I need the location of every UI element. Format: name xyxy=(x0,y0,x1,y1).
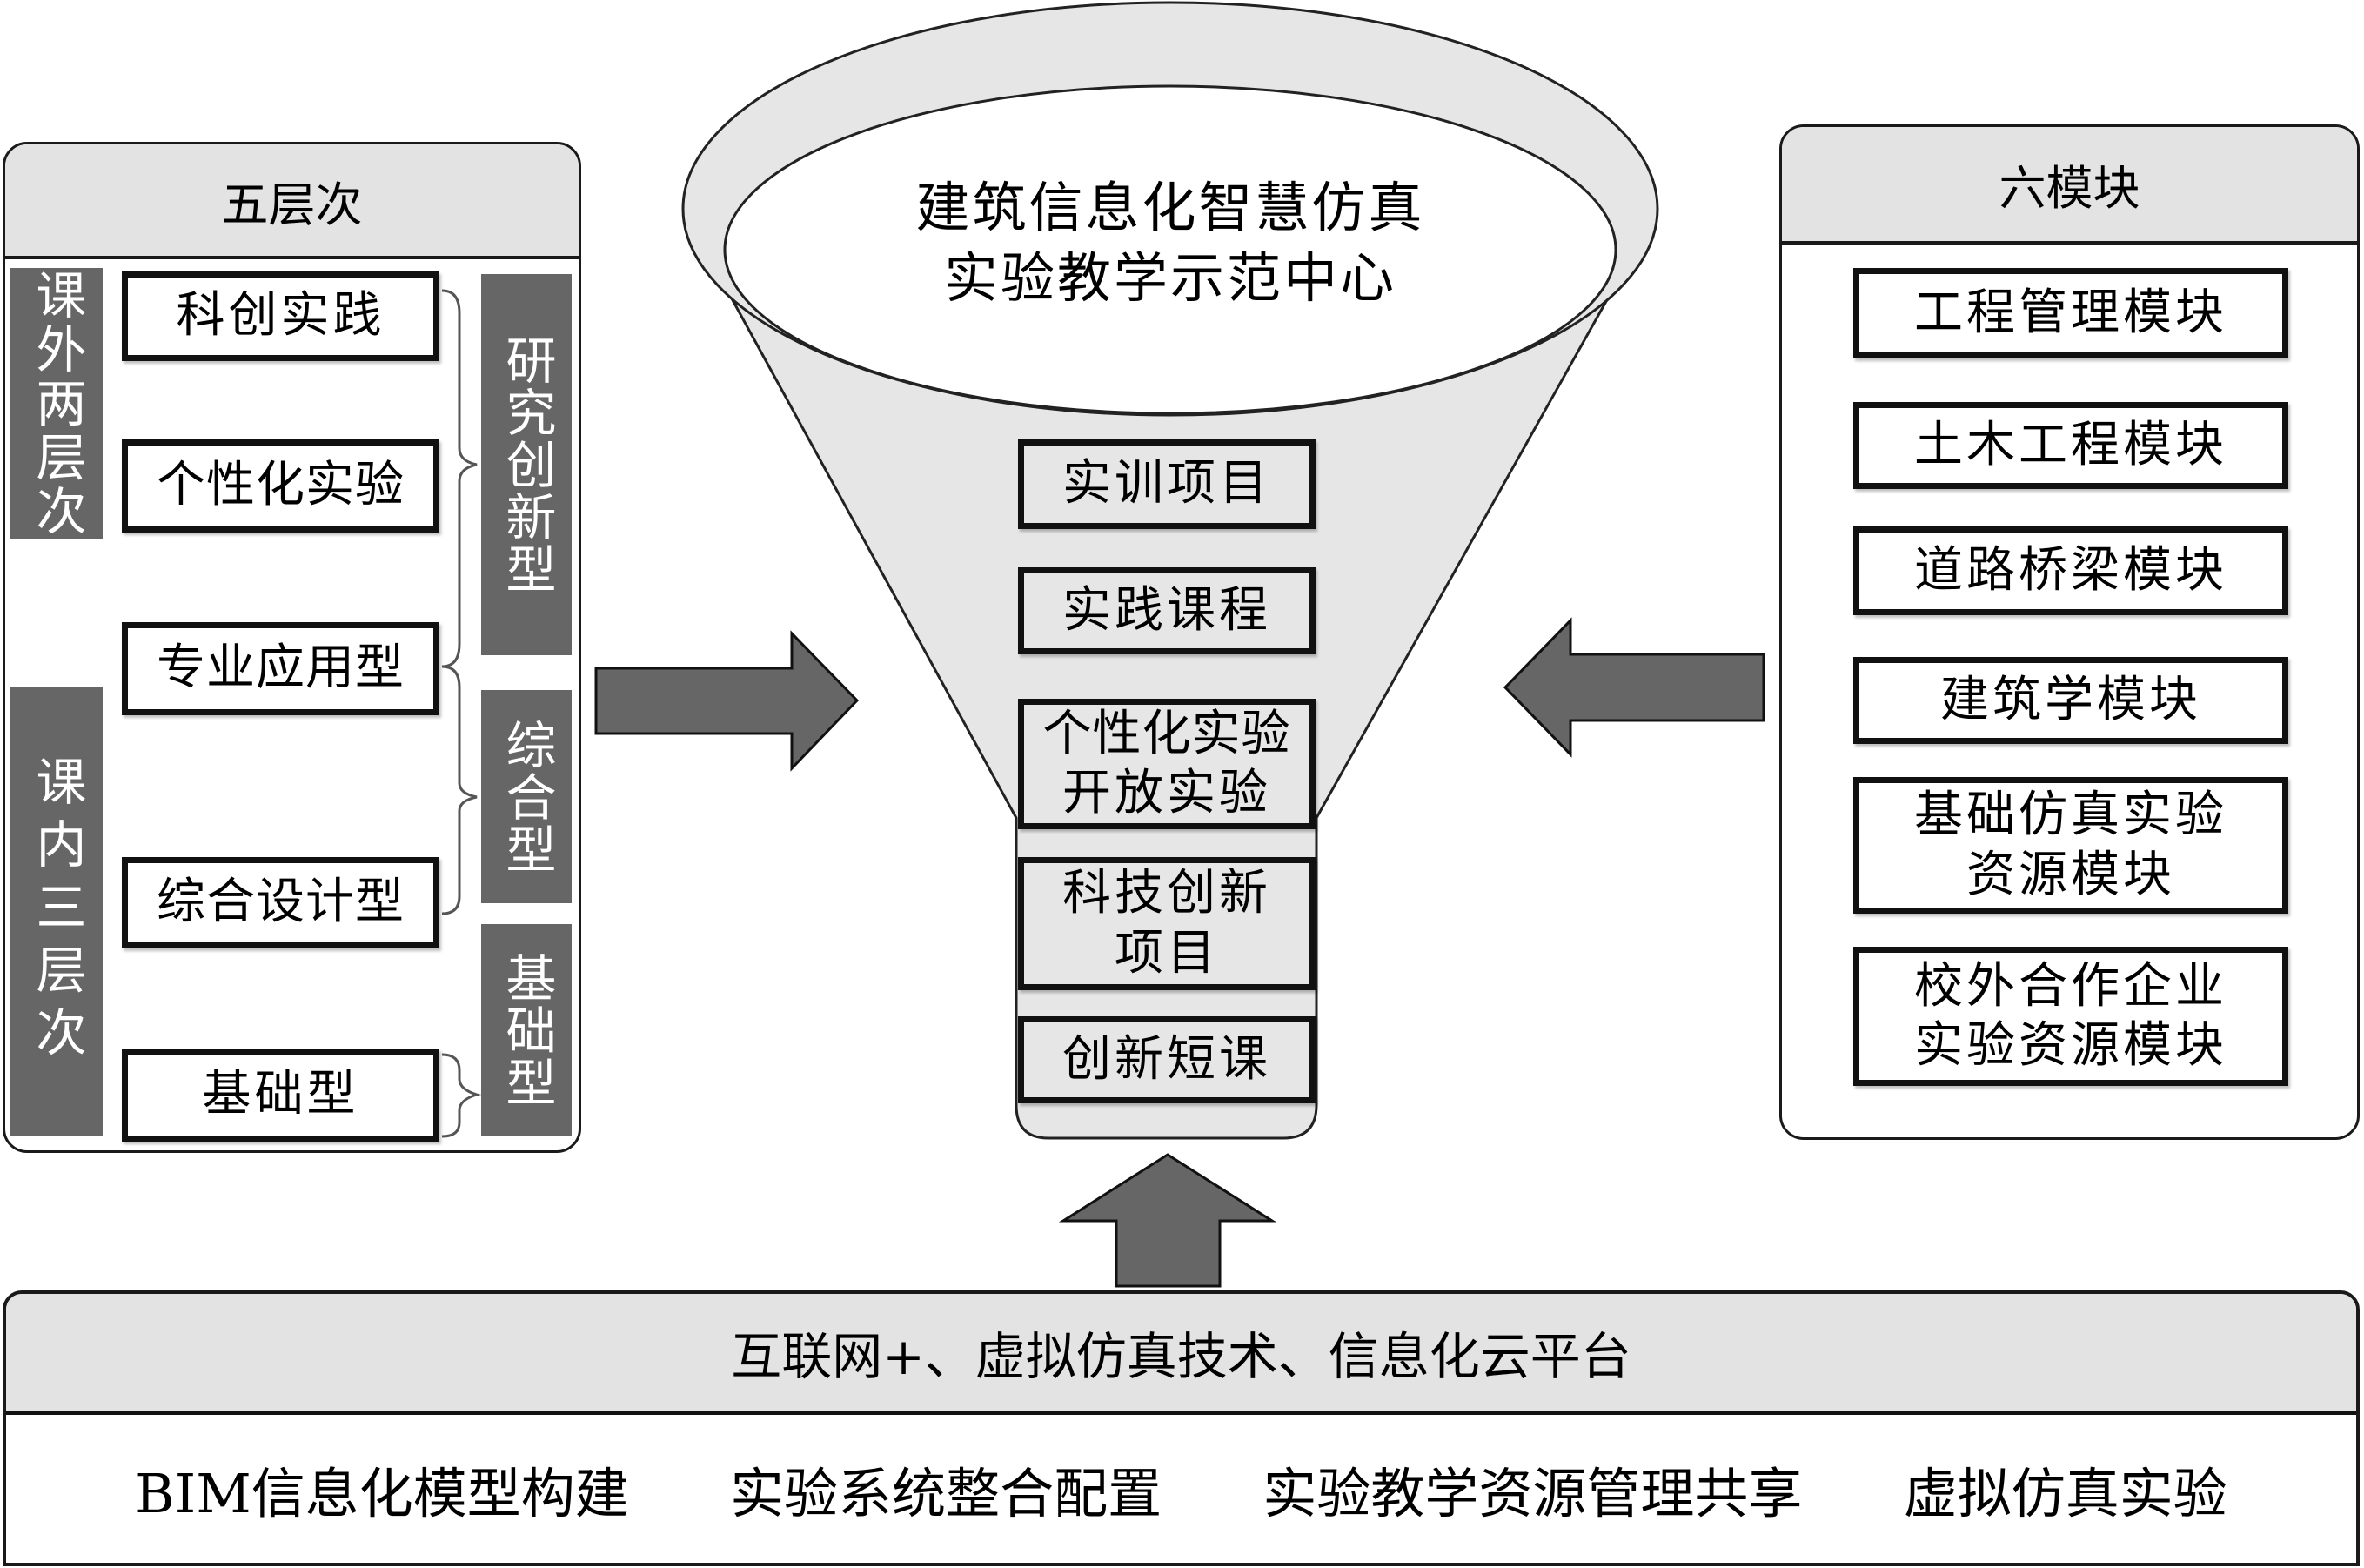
center-item-innovation-short-courses: 创新短课 xyxy=(1018,1016,1316,1103)
bracket-comprehensive xyxy=(441,665,478,915)
level-text: 科创实践 xyxy=(176,287,385,345)
item-text-line2: 项目 xyxy=(1115,924,1219,982)
center-item-tech-innovation-projects: 科技创新 项目 xyxy=(1018,857,1316,990)
level-basic: 基础型 xyxy=(122,1049,439,1142)
module-text-line1: 校外合作企业 xyxy=(1914,957,2227,1015)
platform-item-resource-sharing: 实验教学资源管理共享 xyxy=(1262,1462,1803,1525)
bracket-basic xyxy=(441,1053,482,1138)
platform-title: 互联网+、虚拟仿真技术、信息化云平台 xyxy=(731,1327,1631,1386)
label-inside-three-levels: 课内三层次 xyxy=(10,687,103,1136)
level-comprehensive-design: 综合设计型 xyxy=(122,857,439,948)
platform-header: 互联网+、虚拟仿真技术、信息化云平台 xyxy=(6,1294,2356,1415)
level-text: 专业应用型 xyxy=(157,640,405,697)
category-basic: 基础型 xyxy=(481,924,572,1136)
platform-item-system-integration: 实验系统整合配置 xyxy=(730,1462,1162,1525)
center-title: 建筑信息化智慧仿真 实验教学示范中心 xyxy=(870,161,1470,326)
vlabel-text: 综合型 xyxy=(497,718,557,875)
module-text-line2: 资源模块 xyxy=(1966,846,2175,903)
level-sci-practice: 科创实践 xyxy=(122,271,439,361)
module-civil-engineering: 土木工程模块 xyxy=(1853,402,2288,489)
center-title-line2: 实验教学示范中心 xyxy=(943,246,1396,310)
module-basic-simulation-resources: 基础仿真实验 资源模块 xyxy=(1853,777,2288,914)
bracket-research xyxy=(441,289,478,668)
bracket-connectors xyxy=(441,289,482,1138)
module-road-bridge: 道路桥梁模块 xyxy=(1853,526,2288,615)
level-text: 综合设计型 xyxy=(157,874,405,931)
right-panel-header: 六模块 xyxy=(1782,127,2357,245)
left-panel-title: 五层次 xyxy=(221,177,363,232)
module-text: 道路桥梁模块 xyxy=(1914,541,2227,599)
arrow-left-icon xyxy=(1503,617,1765,758)
platform-items: BIM信息化模型构建 实验系统整合配置 实验教学资源管理共享 虚拟仿真实验 xyxy=(6,1415,2356,1563)
vlabel-text: 课外两层次 xyxy=(27,269,87,539)
arrow-right-icon xyxy=(594,630,860,772)
platform-panel: 互联网+、虚拟仿真技术、信息化云平台 BIM信息化模型构建 实验系统整合配置 实… xyxy=(3,1290,2360,1566)
item-text-line1: 个性化实验 xyxy=(1042,705,1291,762)
module-architecture: 建筑学模块 xyxy=(1853,657,2288,744)
funnel-body xyxy=(685,216,1656,1140)
category-comprehensive: 综合型 xyxy=(481,690,572,903)
label-outside-two-levels: 课外两层次 xyxy=(10,268,103,539)
level-text: 个性化实验 xyxy=(157,457,405,514)
center-item-practice-courses: 实践课程 xyxy=(1018,567,1316,654)
left-panel-five-levels: 五层次 xyxy=(3,142,581,1153)
platform-item-bim: BIM信息化模型构建 xyxy=(135,1462,629,1525)
right-panel-title: 六模块 xyxy=(1999,161,2140,216)
center-title-line1: 建筑信息化智慧仿真 xyxy=(915,176,1425,240)
module-text-line2: 实验资源模块 xyxy=(1914,1017,2227,1074)
level-text: 基础型 xyxy=(202,1066,359,1123)
vlabel-text: 基础型 xyxy=(497,951,557,1109)
item-text-line1: 科技创新 xyxy=(1062,865,1271,922)
item-text-line2: 开放实验 xyxy=(1062,765,1271,821)
item-text: 创新短课 xyxy=(1062,1030,1271,1088)
center-item-personalized-experiments: 个性化实验 开放实验 xyxy=(1018,699,1316,829)
vlabel-text: 研究创新型 xyxy=(497,334,557,595)
arrow-up-icon xyxy=(1058,1153,1277,1288)
item-text: 实训项目 xyxy=(1062,455,1271,513)
category-research-innovation: 研究创新型 xyxy=(481,274,572,655)
module-text: 工程管理模块 xyxy=(1914,284,2227,341)
level-professional: 专业应用型 xyxy=(122,622,439,715)
module-text: 土木工程模块 xyxy=(1914,416,2227,473)
vlabel-text: 课内三层次 xyxy=(27,754,87,1069)
platform-item-virtual-simulation: 虚拟仿真实验 xyxy=(1903,1462,2227,1525)
funnel-rim-inner xyxy=(723,84,1617,415)
center-item-training-projects: 实训项目 xyxy=(1018,439,1316,529)
item-text: 实践课程 xyxy=(1062,581,1271,639)
module-enterprise-cooperation-resources: 校外合作企业 实验资源模块 xyxy=(1853,947,2288,1086)
left-panel-header: 五层次 xyxy=(5,144,579,259)
module-text: 建筑学模块 xyxy=(1940,671,2201,728)
level-personalized: 个性化实验 xyxy=(122,439,439,533)
module-engineering-management: 工程管理模块 xyxy=(1853,268,2288,358)
module-text-line1: 基础仿真实验 xyxy=(1914,787,2227,844)
